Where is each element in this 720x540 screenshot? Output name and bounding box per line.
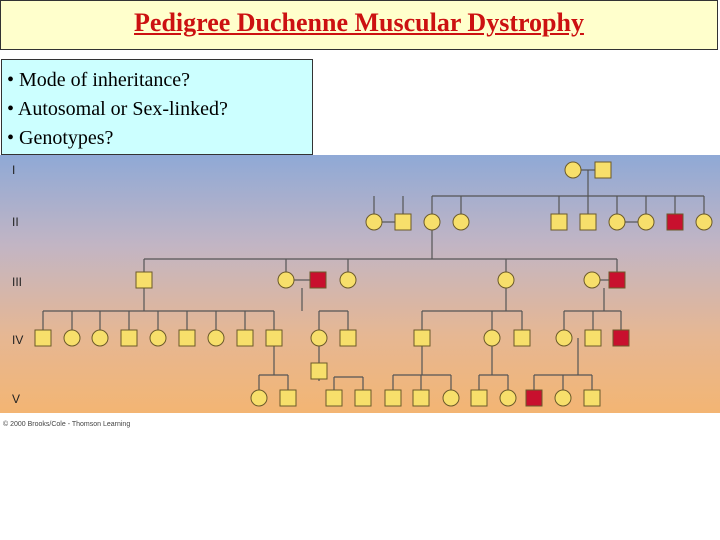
generation-label-iv: IV xyxy=(12,333,23,347)
unaffected-male-symbol xyxy=(470,389,488,407)
unaffected-female-symbol xyxy=(483,329,501,347)
affected-male-symbol xyxy=(309,271,327,289)
unaffected-male-symbol xyxy=(413,329,431,347)
unaffected-male-symbol xyxy=(550,213,568,231)
unaffected-male-symbol xyxy=(384,389,402,407)
unaffected-female-symbol xyxy=(555,329,573,347)
unaffected-female-symbol xyxy=(497,271,515,289)
affected-male-symbol xyxy=(608,271,626,289)
question-mode-of-inheritance: • Mode of inheritance? xyxy=(7,69,191,91)
unaffected-female-symbol xyxy=(207,329,225,347)
unaffected-male-symbol xyxy=(594,161,612,179)
unaffected-male-symbol xyxy=(325,389,343,407)
unaffected-male-symbol xyxy=(583,389,601,407)
unaffected-female-symbol xyxy=(365,213,383,231)
unaffected-male-symbol xyxy=(265,329,283,347)
question-genotypes: • Genotypes? xyxy=(7,127,114,149)
generation-label-ii: II xyxy=(12,215,19,229)
unaffected-male-symbol xyxy=(120,329,138,347)
unaffected-male-symbol xyxy=(412,389,430,407)
unaffected-female-symbol xyxy=(423,213,441,231)
question-autosomal-or-sex-linked: • Autosomal or Sex-linked? xyxy=(7,98,228,120)
unaffected-female-symbol xyxy=(339,271,357,289)
unaffected-female-symbol xyxy=(442,389,460,407)
unaffected-male-symbol xyxy=(236,329,254,347)
unaffected-female-symbol xyxy=(63,329,81,347)
generation-label-v: V xyxy=(12,392,20,406)
unaffected-female-symbol xyxy=(608,213,626,231)
slide-title: Pedigree Duchenne Muscular Dystrophy xyxy=(134,8,584,37)
unaffected-female-symbol xyxy=(637,213,655,231)
unaffected-male-symbol xyxy=(178,329,196,347)
unaffected-male-symbol xyxy=(579,213,597,231)
unaffected-female-symbol xyxy=(277,271,295,289)
generation-label-i: I xyxy=(12,163,15,177)
unaffected-female-symbol xyxy=(250,389,268,407)
unaffected-male-symbol xyxy=(513,329,531,347)
unaffected-female-symbol xyxy=(310,329,328,347)
pedigree-background xyxy=(0,155,720,413)
unaffected-female-symbol xyxy=(695,213,713,231)
unaffected-male-symbol xyxy=(339,329,357,347)
unaffected-male-symbol xyxy=(34,329,52,347)
unaffected-male-symbol xyxy=(394,213,412,231)
unaffected-female-symbol xyxy=(452,213,470,231)
unaffected-female-symbol xyxy=(499,389,517,407)
affected-male-symbol xyxy=(525,389,543,407)
unaffected-male-symbol xyxy=(310,362,328,380)
unaffected-male-symbol xyxy=(584,329,602,347)
generation-label-iii: III xyxy=(12,275,22,289)
copyright-notice: © 2000 Brooks/Cole - Thomson Learning xyxy=(3,421,131,428)
affected-male-symbol xyxy=(666,213,684,231)
unaffected-male-symbol xyxy=(279,389,297,407)
affected-male-symbol xyxy=(612,329,630,347)
unaffected-female-symbol xyxy=(554,389,572,407)
unaffected-female-symbol xyxy=(149,329,167,347)
unaffected-female-symbol xyxy=(91,329,109,347)
slide-title-box: Pedigree Duchenne Muscular Dystrophy xyxy=(0,0,718,50)
unaffected-male-symbol xyxy=(354,389,372,407)
unaffected-female-symbol xyxy=(564,161,582,179)
unaffected-male-symbol xyxy=(135,271,153,289)
question-box: • Mode of inheritance? • Autosomal or Se… xyxy=(1,59,313,155)
unaffected-female-symbol xyxy=(583,271,601,289)
